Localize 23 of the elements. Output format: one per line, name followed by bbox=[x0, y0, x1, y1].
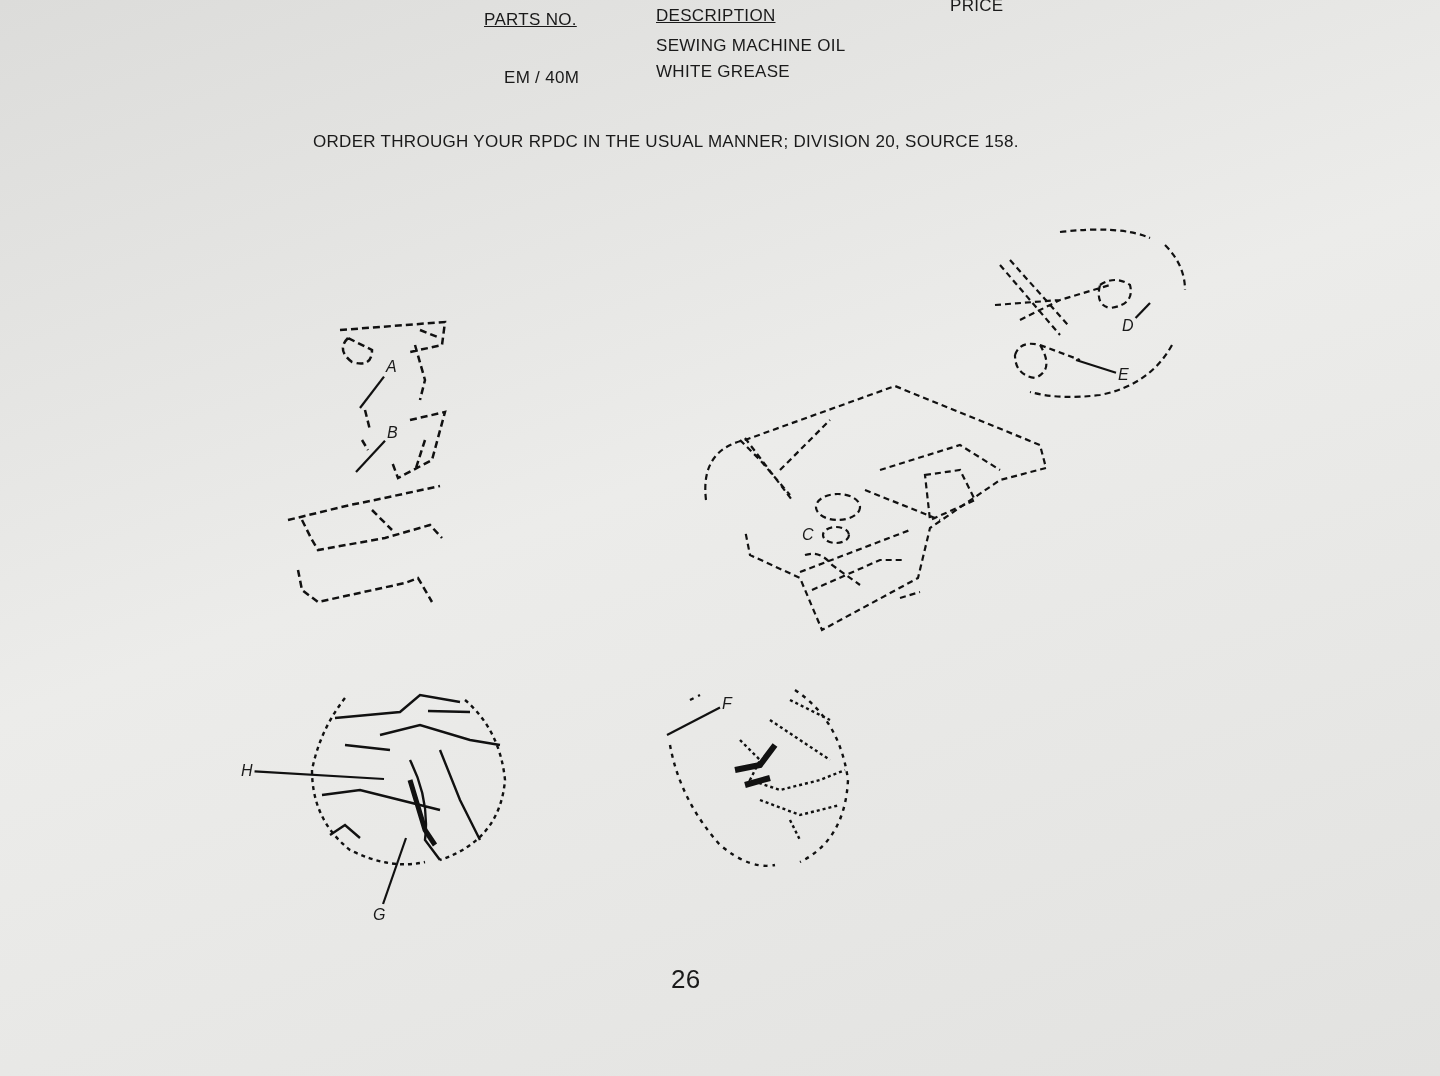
table-cell: EM / 40M bbox=[504, 68, 580, 88]
page-number: 26 bbox=[671, 964, 701, 995]
ordering-note: ORDER THROUGH YOUR RPDC IN THE USUAL MANNER; DIVISION 20, SOURCE 158. bbox=[313, 132, 1019, 152]
table-cell: SEWING MACHINE OIL bbox=[656, 36, 846, 56]
callout-letter: F bbox=[722, 695, 732, 713]
column-header: PRICE bbox=[950, 0, 1004, 16]
leader-line bbox=[355, 440, 386, 473]
leader-line bbox=[254, 770, 385, 781]
leader-line bbox=[666, 706, 721, 736]
table-cell: WHITE GREASE bbox=[656, 62, 790, 82]
callout-letter: B bbox=[387, 424, 398, 442]
callout-letter: C bbox=[802, 526, 814, 544]
callout-letter: E bbox=[1118, 366, 1129, 384]
callout-letter: D bbox=[1122, 317, 1134, 335]
leader-line bbox=[1134, 302, 1151, 319]
column-header: PARTS NO. bbox=[484, 10, 577, 30]
column-header: DESCRIPTION bbox=[656, 6, 776, 26]
leader-line bbox=[359, 375, 385, 409]
callout-letter: G bbox=[373, 906, 386, 924]
leader-line bbox=[382, 837, 408, 905]
callout-letter: A bbox=[386, 358, 397, 376]
callout-letter: H bbox=[241, 762, 253, 780]
leader-line bbox=[1075, 358, 1117, 374]
